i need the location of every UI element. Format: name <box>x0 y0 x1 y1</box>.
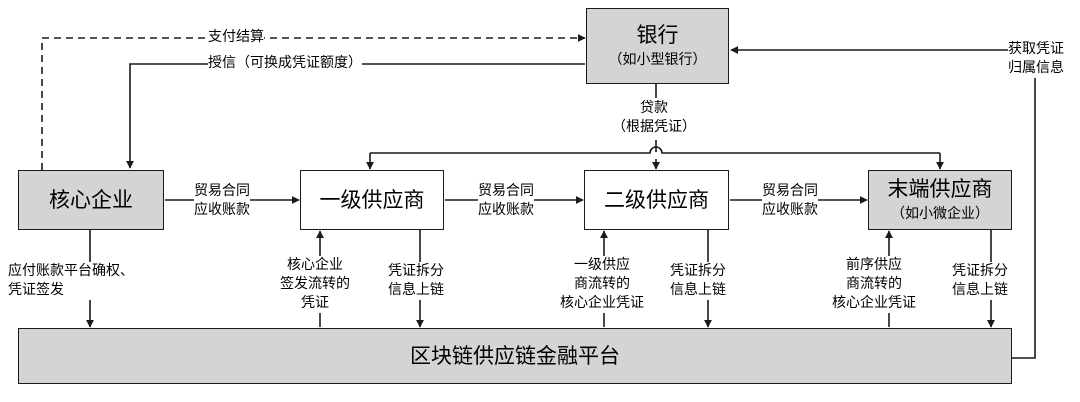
core-enterprise-node: 核心企业 <box>18 170 164 230</box>
tier1-to-platform-label: 凭证拆分 信息上链 <box>388 262 444 300</box>
tier1-supplier-title: 一级供应商 <box>319 187 425 212</box>
platform-to-end-label: 前序供应 商流转的 核心企业凭证 <box>832 256 916 313</box>
bank-subtitle: （如小型银行） <box>608 52 707 69</box>
core-to-platform-label: 应付账款平台确权、 凭证签发 <box>8 262 134 300</box>
bank-node: 银行 （如小型银行） <box>586 8 729 84</box>
blockchain-platform-title: 区块链供应链金融平台 <box>410 343 620 368</box>
voucher-ownership-arrow <box>730 46 1036 359</box>
end-supplier-title: 末端供应商 <box>887 177 993 202</box>
payment-settlement-label: 支付结算 <box>208 28 264 47</box>
blockchain-platform-node: 区块链供应链金融平台 <box>18 328 1012 384</box>
trade-label-3: 贸易合同 应收账款 <box>762 182 818 220</box>
loan-label: 贷款 （根据凭证） <box>612 99 696 137</box>
tier2-supplier-node: 二级供应商 <box>584 170 729 230</box>
end-supplier-subtitle: （如小微企业） <box>891 206 989 223</box>
credit-grant-label: 授信（可换成凭证额度） <box>208 54 362 73</box>
payment-settlement-arrow <box>41 34 586 170</box>
trade-label-1: 贸易合同 应收账款 <box>194 182 250 220</box>
voucher-ownership-label: 获取凭证 归属信息 <box>1008 40 1064 78</box>
platform-to-tier2-label: 一级供应 商流转的 核心企业凭证 <box>560 256 644 313</box>
tier2-to-platform-label: 凭证拆分 信息上链 <box>670 262 726 300</box>
platform-to-tier1-label: 核心企业 签发流转的 凭证 <box>280 256 350 313</box>
loan-bus-line <box>370 146 940 154</box>
end-supplier-node: 末端供应商 （如小微企业） <box>868 170 1012 230</box>
tier1-supplier-node: 一级供应商 <box>300 170 444 230</box>
trade-label-2: 贸易合同 应收账款 <box>478 182 534 220</box>
credit-grant-arrow <box>126 63 585 169</box>
tier2-supplier-title: 二级供应商 <box>604 187 709 212</box>
bank-title: 银行 <box>636 23 679 48</box>
end-to-platform-label: 凭证拆分 信息上链 <box>952 262 1008 300</box>
core-enterprise-title: 核心企业 <box>49 187 133 212</box>
